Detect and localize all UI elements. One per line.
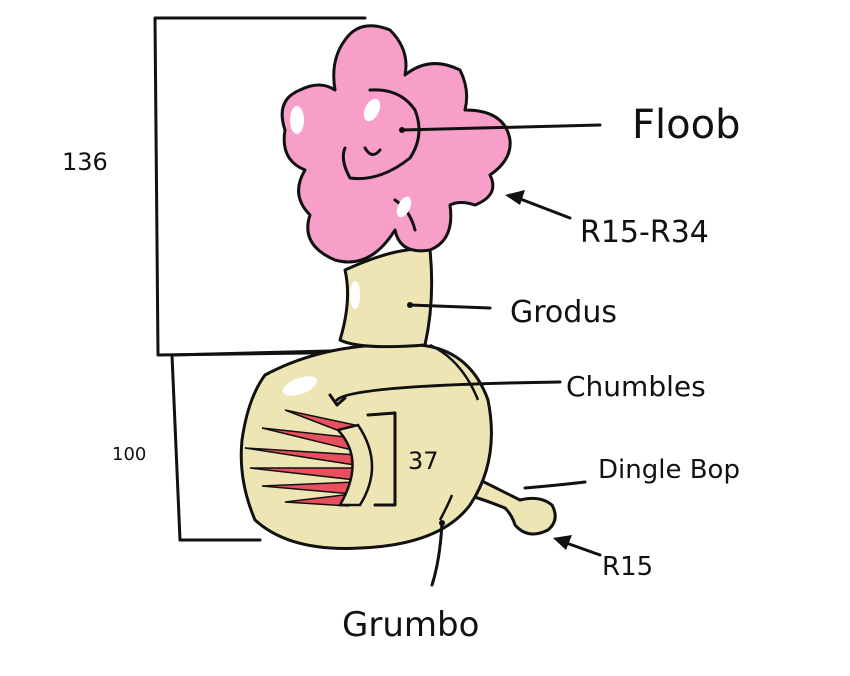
label-dim-100: 100 <box>112 444 146 465</box>
label-chumbles: Chumbles <box>566 370 706 403</box>
label-r15: R15 <box>602 552 653 582</box>
label-dim-136: 136 <box>62 148 108 176</box>
label-grumbo: Grumbo <box>342 605 479 645</box>
label-dingle-bop: Dingle Bop <box>598 455 740 485</box>
floob-shape <box>280 24 512 264</box>
chumbles-shape <box>244 409 397 507</box>
label-grodus: Grodus <box>510 295 617 330</box>
label-floob: Floob <box>632 102 740 148</box>
dimension-bracket-100 <box>170 348 372 542</box>
label-r15-r34: R15-R34 <box>580 215 709 250</box>
dingle-bop-shape <box>466 473 557 536</box>
leader-lines <box>328 123 602 587</box>
label-dim-37: 37 <box>408 447 439 475</box>
grodus-shape <box>338 247 434 349</box>
